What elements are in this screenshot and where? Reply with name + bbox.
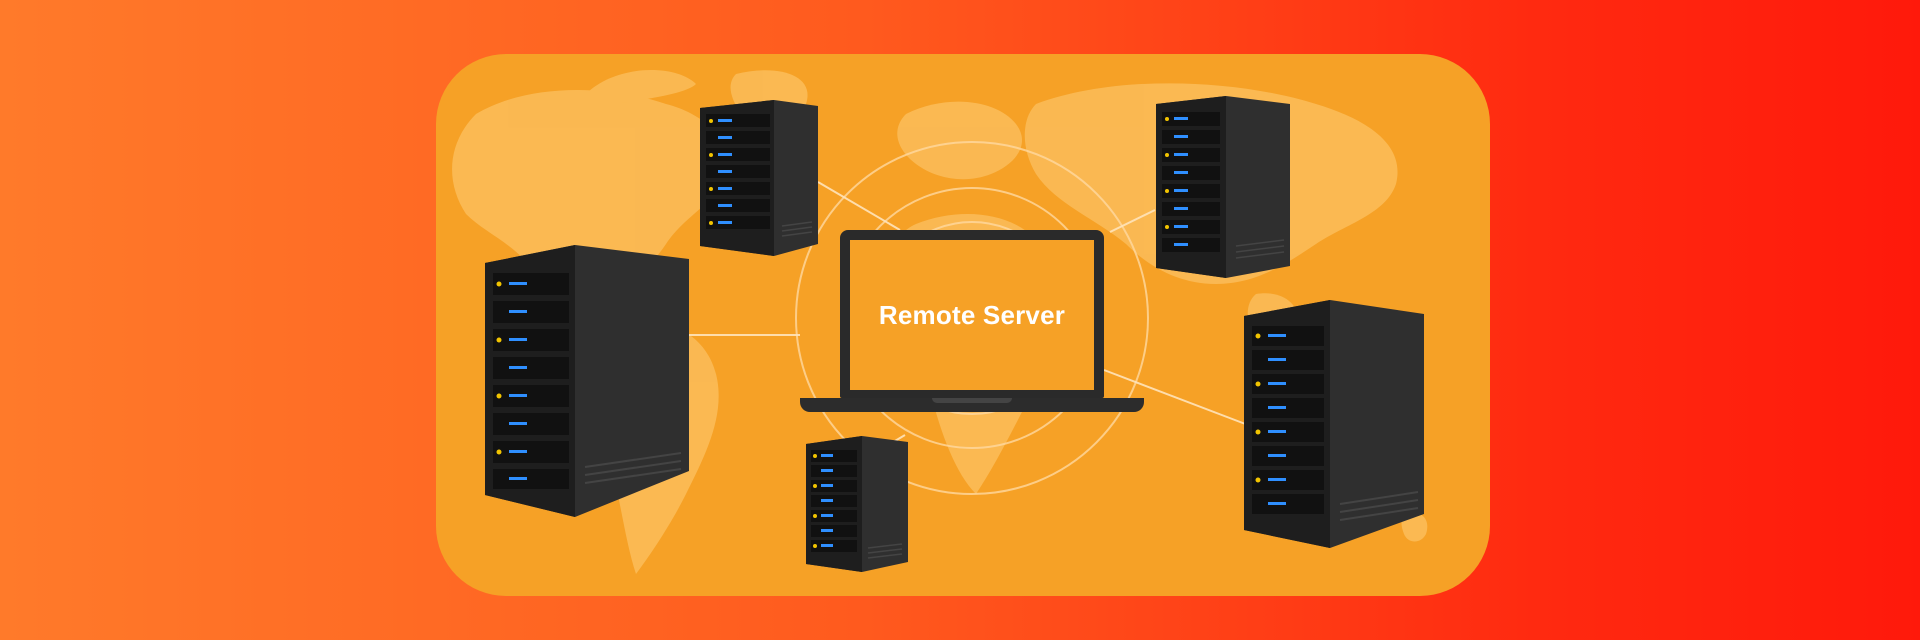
server-rack-icon xyxy=(700,100,818,256)
laptop-hinge xyxy=(932,398,1012,403)
server-rack-icon xyxy=(1244,300,1424,548)
server-rack-icon xyxy=(806,436,908,572)
laptop-base xyxy=(800,398,1144,412)
screen-label: Remote Server xyxy=(878,299,1066,330)
server-rack-icon xyxy=(1156,96,1290,278)
server-rack-icon xyxy=(485,245,689,517)
laptop-screen: Remote Server xyxy=(850,240,1094,390)
laptop-icon: Remote Server xyxy=(800,230,1144,416)
laptop-lid: Remote Server xyxy=(840,230,1104,398)
